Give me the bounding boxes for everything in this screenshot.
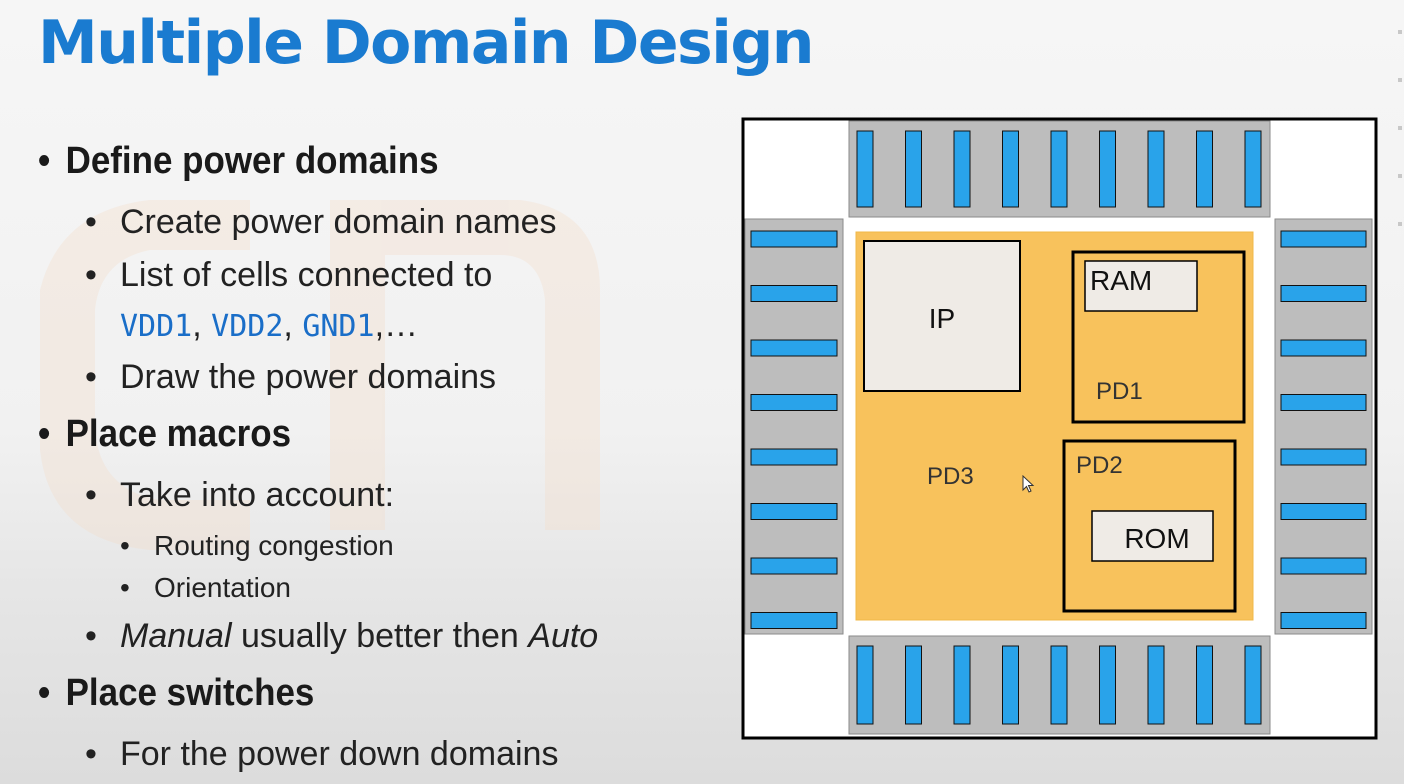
power-domain-pd2: [1062, 439, 1237, 613]
bullet-marker: •: [38, 140, 51, 182]
bullet-heading: Define power domains: [65, 140, 439, 182]
io-pad-left: [750, 448, 838, 466]
bullet-for-power-down-domains: • For the power down domains: [85, 735, 558, 774]
bullet-heading: Place switches: [65, 672, 315, 714]
io-pad-bottom: [953, 645, 971, 725]
bullet-text: Routing congestion: [154, 530, 394, 561]
io-pad-right: [1280, 394, 1367, 411]
bullet-text: Take into account:: [120, 476, 395, 514]
io-pad-top: [1147, 130, 1165, 208]
rom-macro: [1091, 510, 1214, 562]
io-pad-left: [750, 339, 838, 357]
bullet-marker: •: [85, 735, 97, 773]
ip-macro: [863, 240, 1021, 392]
io-pad-bottom: [1002, 645, 1019, 725]
io-pad-left: [750, 612, 838, 629]
io-pad-bottom: [1099, 645, 1116, 725]
net-name-gnd1: GND1: [302, 309, 375, 344]
bullet-list-of-cells: • List of cells connected to: [85, 256, 492, 295]
bullet-marker: •: [38, 672, 51, 714]
supply-net-names: VDD1, VDD2, GND1,…: [120, 306, 419, 344]
io-pad-left: [750, 503, 838, 520]
bullet-text: For the power down domains: [120, 735, 559, 773]
io-pad-top: [1196, 130, 1213, 208]
io-pad-right: [1280, 557, 1367, 575]
bullet-text: usually better then: [231, 617, 529, 655]
io-pad-bottom: [1196, 645, 1213, 725]
bullet-place-macros: • Place macros: [38, 413, 291, 456]
bullet-text: Orientation: [154, 572, 291, 603]
bullet-routing-congestion: • Routing congestion: [120, 530, 394, 562]
io-pad-top: [905, 130, 922, 208]
io-pad-left: [750, 285, 838, 302]
bullet-marker: •: [120, 530, 130, 561]
power-domain-pd1: [1071, 250, 1246, 424]
io-pad-right: [1280, 612, 1367, 629]
io-pad-right: [1280, 230, 1367, 248]
bullet-list: • Define power domains • Create power doma…: [0, 0, 700, 784]
io-pad-bottom: [1050, 645, 1068, 725]
edge-decoration: [1398, 30, 1404, 250]
ip-macro-label: IP: [929, 303, 955, 334]
emphasis-auto: Auto: [528, 617, 599, 655]
io-pad-left: [750, 230, 838, 248]
net-name-vdd1: VDD1: [120, 309, 193, 344]
net-name-vdd2: VDD2: [211, 309, 284, 344]
io-pad-top: [1099, 130, 1116, 208]
slide-title: Multiple Domain Design: [38, 8, 814, 78]
bullet-orientation: • Orientation: [120, 572, 291, 604]
io-pad-top: [1244, 130, 1262, 208]
bullet-define-power-domains: • Define power domains: [38, 140, 439, 183]
io-pad-bottom: [1147, 645, 1165, 725]
bullet-draw-power-domains: • Draw the power domains: [85, 358, 496, 397]
bullet-take-into-account: • Take into account:: [85, 476, 394, 515]
io-pad-top: [856, 130, 874, 208]
net-list-ellipsis: ,…: [374, 306, 419, 344]
bullet-marker: •: [85, 203, 97, 241]
ram-macro: [1084, 260, 1198, 312]
bullet-manual-vs-auto: • Manual usually better then Auto: [85, 617, 598, 656]
io-pad-bottom: [905, 645, 922, 725]
bullet-text: Create power domain names: [120, 203, 557, 241]
bullet-text: Draw the power domains: [120, 358, 497, 396]
io-pad-left: [750, 557, 838, 575]
io-pad-right: [1280, 503, 1367, 520]
rom-macro-label: ROM: [1124, 523, 1189, 554]
io-pad-top: [1050, 130, 1068, 208]
pd1-label: PD1: [1096, 378, 1143, 405]
io-pad-left: [750, 394, 838, 411]
io-pad-bottom: [856, 645, 874, 725]
bullet-place-switches: • Place switches: [38, 672, 314, 715]
bullet-marker: •: [85, 358, 97, 396]
ram-macro-label: RAM: [1090, 265, 1152, 296]
io-pad-top: [953, 130, 971, 208]
bullet-marker: •: [85, 476, 97, 514]
pd3-label: PD3: [927, 463, 974, 490]
io-pad-right: [1280, 285, 1367, 302]
io-pad-right: [1280, 448, 1367, 466]
pd2-label: PD2: [1076, 452, 1123, 479]
bullet-create-power-domain-names: • Create power domain names: [85, 203, 557, 242]
bullet-heading: Place macros: [65, 413, 292, 455]
bullet-marker: •: [120, 572, 130, 603]
mouse-cursor-icon: [1022, 475, 1035, 493]
io-pad-bottom: [1244, 645, 1262, 725]
bullet-marker: •: [85, 256, 97, 294]
bullet-text: List of cells connected to: [120, 256, 493, 294]
emphasis-manual: Manual: [120, 617, 232, 655]
bullet-marker: •: [38, 413, 51, 455]
bullet-marker: •: [85, 617, 97, 655]
io-pad-right: [1280, 339, 1367, 357]
io-pad-top: [1002, 130, 1019, 208]
